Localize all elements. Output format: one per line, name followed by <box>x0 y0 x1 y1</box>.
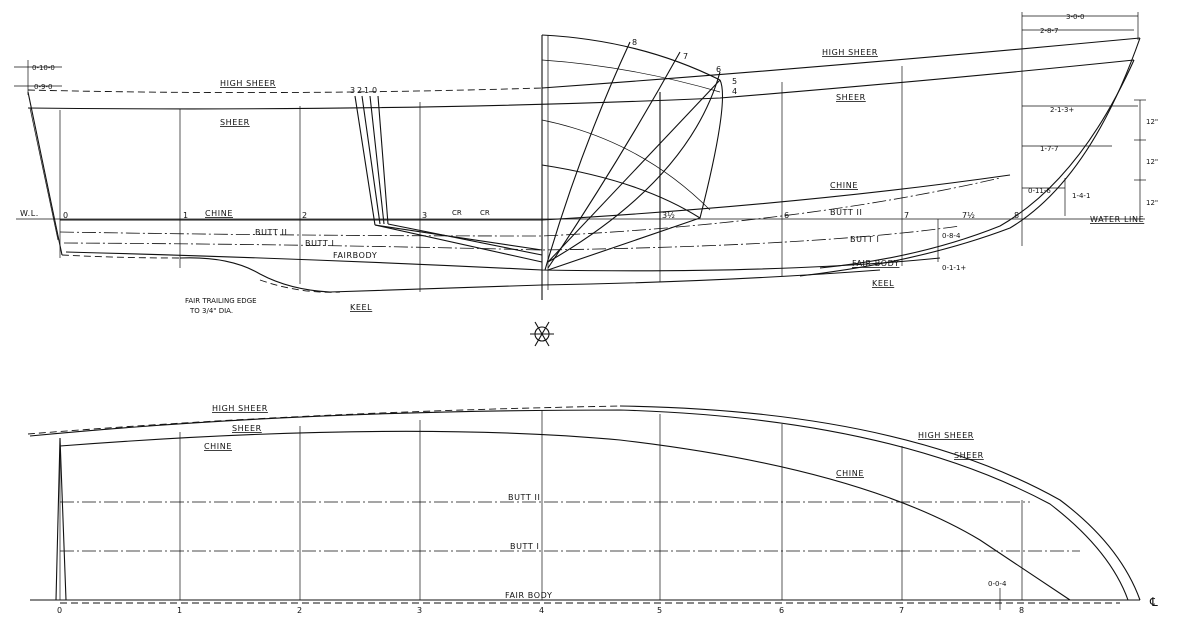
plan-station-label: 1 <box>177 606 182 615</box>
plan-chine-label: CHINE <box>204 442 232 451</box>
profile-section-number: 3 <box>350 86 355 95</box>
profile-section-number-fwd: 7 <box>683 52 688 61</box>
plan-chine-label-fwd: CHINE <box>836 469 864 478</box>
profile-station-label: 0 <box>63 211 68 220</box>
profile-dim-text: 0-11-6 <box>1028 187 1051 195</box>
profile-butt1-label-fwd: BUTT I <box>850 235 879 244</box>
plan-station-label: 7 <box>899 606 904 615</box>
plan-high-sheer-label: HIGH SHEER <box>212 404 268 413</box>
profile-dim-text: 1-7-7 <box>1040 145 1058 153</box>
profile-sheer-label-fwd: SHEER <box>836 93 866 102</box>
profile-transom <box>27 91 63 256</box>
profile-station-label: 3 <box>422 211 427 220</box>
profile-chine-label: CHINE <box>205 209 233 218</box>
plan-butt1-label: BUTT I <box>510 542 539 551</box>
profile-section-number-fwd: 6 <box>716 65 721 74</box>
profile-cr-label-1: CR <box>452 209 462 217</box>
plan-sheer-line <box>29 409 1129 601</box>
profile-cr-label-2: CR <box>480 209 490 217</box>
profile-station-label: 2 <box>302 211 307 220</box>
profile-section-number: 2 <box>357 86 362 95</box>
profile-trailing-edge-label-2: TO 3/4" DIA. <box>189 307 233 315</box>
profile-dim-bow <box>937 15 1146 262</box>
profile-section-number-fwd: 8 <box>632 38 637 47</box>
profile-section-number-fwd: 5 <box>732 77 737 86</box>
profile-dim-text: 12" <box>1146 158 1158 166</box>
plan-high-sheer-line <box>27 405 621 435</box>
profile-dim-text: 2-1-3+ <box>1050 106 1074 114</box>
profile-dim-text: 2-8-7 <box>1040 27 1058 35</box>
plan-fair-body-label: FAIR BODY <box>505 591 552 600</box>
profile-station-label: 3½ <box>662 211 675 220</box>
profile-fairbody-label-fwd: FAIR BODY <box>852 259 899 268</box>
profile-station-label: 7½ <box>962 211 975 220</box>
profile-dim-text: 0-9-0 <box>34 83 52 91</box>
profile-sheer-line <box>27 59 1135 110</box>
profile-chine-line <box>60 174 1011 221</box>
midship-symbol <box>530 321 554 347</box>
profile-keel-label-fwd: KEEL <box>872 279 894 288</box>
profile-section-number-fwd: 4 <box>732 87 737 96</box>
plan-station-label: 2 <box>297 606 302 615</box>
profile-dim-text: 1-4-1 <box>1072 192 1090 200</box>
profile-high-sheer-line <box>27 87 543 94</box>
profile-chine-label-fwd: CHINE <box>830 181 858 190</box>
profile-butt1-line <box>63 225 961 251</box>
profile-section-fwd <box>541 34 724 271</box>
profile-dim-stern <box>14 60 62 95</box>
profile-station-label: 7 <box>904 211 909 220</box>
profile-dim-text: 3-0-0 <box>1066 13 1084 21</box>
plan-dim-bow <box>990 588 1050 610</box>
profile-station-lines <box>59 12 1139 292</box>
profile-butt2-label: BUTT II <box>255 228 287 237</box>
profile-stem <box>799 37 1141 277</box>
plan-butt2-label: BUTT II <box>508 493 540 502</box>
profile-section-number: 0 <box>372 86 377 95</box>
plan-sheer-label-fwd: SHEER <box>954 451 984 460</box>
plan-high-sheer-label-fwd: HIGH SHEER <box>918 431 974 440</box>
plan-chine-line <box>59 430 1071 601</box>
profile-station-label: 8 <box>1014 211 1019 220</box>
profile-station-label: 1 <box>183 211 188 220</box>
plan-transom <box>55 437 67 601</box>
plan-station-label: 6 <box>779 606 784 615</box>
plan-view: HIGH SHEER HIGH SHEER SHEER SHEER CHINE … <box>27 404 1158 615</box>
profile-dim-text: 0-8-4 <box>942 232 961 240</box>
profile-water-line-label: WATER LINE <box>1090 215 1144 224</box>
plan-station-label: 4 <box>539 606 544 615</box>
profile-keel-label: KEEL <box>350 303 372 312</box>
profile-dim-text: 12" <box>1146 118 1158 126</box>
profile-high-sheer-label: HIGH SHEER <box>220 79 276 88</box>
profile-wl-label: W.L. <box>20 209 39 218</box>
profile-butt2-label-fwd: BUTT II <box>830 208 862 217</box>
profile-dim-text: 0-1-1+ <box>942 264 966 272</box>
profile-butt2-line <box>59 177 1001 237</box>
profile-fairbody-label: FAIRBODY <box>333 251 377 260</box>
profile-station-label: 6 <box>784 211 789 220</box>
profile-section-number: 1 <box>364 86 369 95</box>
profile-fairbody-line <box>65 251 941 272</box>
plan-station-label: 0 <box>57 606 62 615</box>
plan-station-lines <box>59 410 1023 600</box>
plan-sheer-label: SHEER <box>232 424 262 433</box>
profile-high-sheer-label-fwd: HIGH SHEER <box>822 48 878 57</box>
plan-station-label: 5 <box>657 606 662 615</box>
plan-station-label: 3 <box>417 606 422 615</box>
profile-sheer-label: SHEER <box>220 118 250 127</box>
profile-trailing-edge-label: FAIR TRAILING EDGE <box>185 297 257 305</box>
profile-butt1-label: BUTT I <box>305 239 334 248</box>
profile-view: HIGH SHEER HIGH SHEER SHEER SHEER CHINE … <box>14 12 1158 347</box>
plan-dim-text: 0-0-4 <box>988 580 1007 588</box>
profile-dim-text: 0-10-0 <box>32 64 55 72</box>
profile-section-aft <box>354 95 543 263</box>
profile-dim-text: 12" <box>1146 199 1158 207</box>
plan-centerline-symbol: ℄ <box>1149 595 1158 609</box>
plan-station-label: 8 <box>1019 606 1024 615</box>
